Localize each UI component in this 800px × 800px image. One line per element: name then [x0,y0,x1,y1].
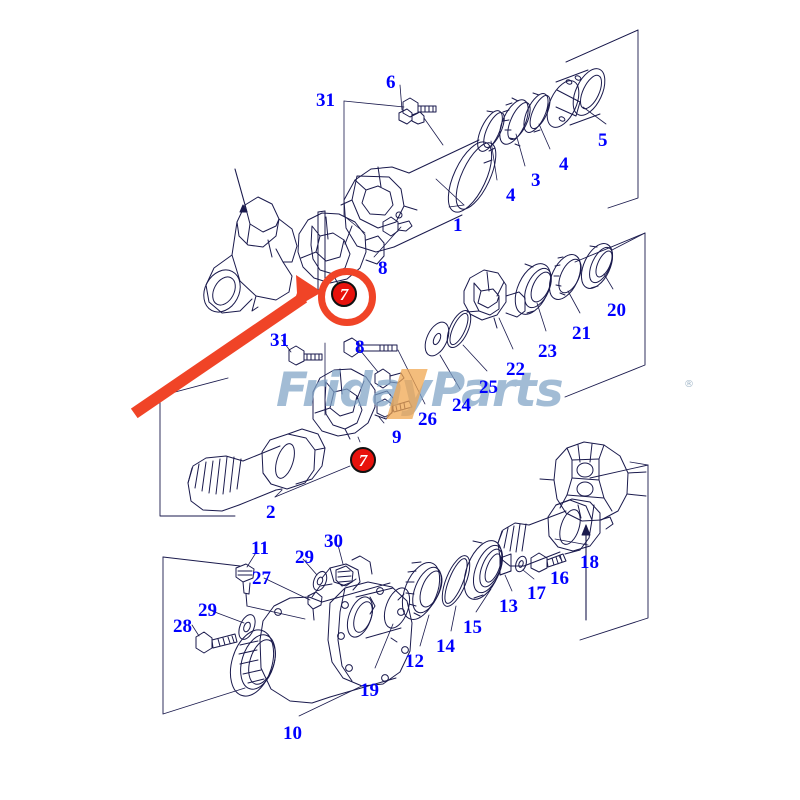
part-bushing-19 [346,587,411,639]
callout-19: 19 [360,680,379,701]
callout-21: 21 [572,323,591,344]
part-yoke-flange-top-left [203,196,298,314]
part-bolt-28 [195,631,238,654]
callout-16: 16 [550,568,569,589]
part-oring-25 [446,309,472,349]
part-housing-10 [229,555,413,704]
badge-7-lower: 7 [350,447,376,473]
callout-2: 2 [266,502,276,523]
badge-7-upper: 7 [331,281,357,307]
callout-27: 27 [252,568,271,589]
part-snap-ring-4a [477,110,505,152]
part-oring-14 [441,555,471,607]
bracket-bottom-left [162,556,246,715]
part-snap-ring-4b [523,92,551,133]
callout-17: 17 [527,583,546,604]
callout-29: 29 [198,600,217,621]
part-washer-24 [424,321,450,357]
part-grease-fitting-6 [398,108,425,125]
callout-26: 26 [418,409,437,430]
highlight-arrow [130,275,322,419]
part-washer-29a [238,614,256,640]
callout-20: 20 [607,300,626,321]
part-stub-shaft-18 [497,498,614,567]
part-bolt-26 [343,337,398,358]
callout-5: 5 [598,130,608,151]
callout-29: 29 [295,547,314,568]
part-slip-yoke-22 [463,269,526,329]
callout-22: 22 [506,359,525,380]
part-plug-27 [307,591,323,621]
part-bearing-12 [401,561,443,620]
part-plate-13 [499,553,512,576]
part-universal-joint-lower [312,368,394,440]
callout-4: 4 [506,185,516,206]
part-splined-shaft-2 [187,428,326,512]
part-seal-20 [580,243,614,289]
callout-10: 10 [283,723,302,744]
callout-9: 9 [392,427,402,448]
part-oil-seal-23 [514,263,552,315]
part-carrier-housing [539,441,649,522]
part-bolt-31-lower [288,345,323,366]
callout-23: 23 [538,341,557,362]
callout-14: 14 [436,636,455,657]
highlight-ring-part-7 [318,268,376,326]
callout-4: 4 [559,154,569,175]
part-sensor-11 [235,563,255,607]
part-flange-yoke-5 [546,68,606,128]
part-main-shaft-tube-1 [340,139,497,253]
callout-13: 13 [499,596,518,617]
callout-15: 15 [463,617,482,638]
bracket-bottom-right [579,464,649,641]
part-bearing-21 [548,254,582,300]
callout-3: 3 [531,170,541,191]
callout-30: 30 [324,531,343,552]
part-fitting-30 [335,565,354,587]
callout-25: 25 [479,377,498,398]
callout-24: 24 [452,395,471,416]
callout-31: 31 [270,330,289,351]
callout-6: 6 [386,72,396,93]
part-nipple-8-upper [382,216,413,237]
callout-18: 18 [580,552,599,573]
callout-28: 28 [173,616,192,637]
part-washer-29b [312,570,328,592]
callout-8: 8 [355,337,365,358]
callout-1: 1 [453,215,463,236]
callout-11: 11 [251,538,269,559]
callout-12: 12 [405,651,424,672]
callout-8: 8 [378,258,388,279]
callout-31: 31 [316,90,335,111]
